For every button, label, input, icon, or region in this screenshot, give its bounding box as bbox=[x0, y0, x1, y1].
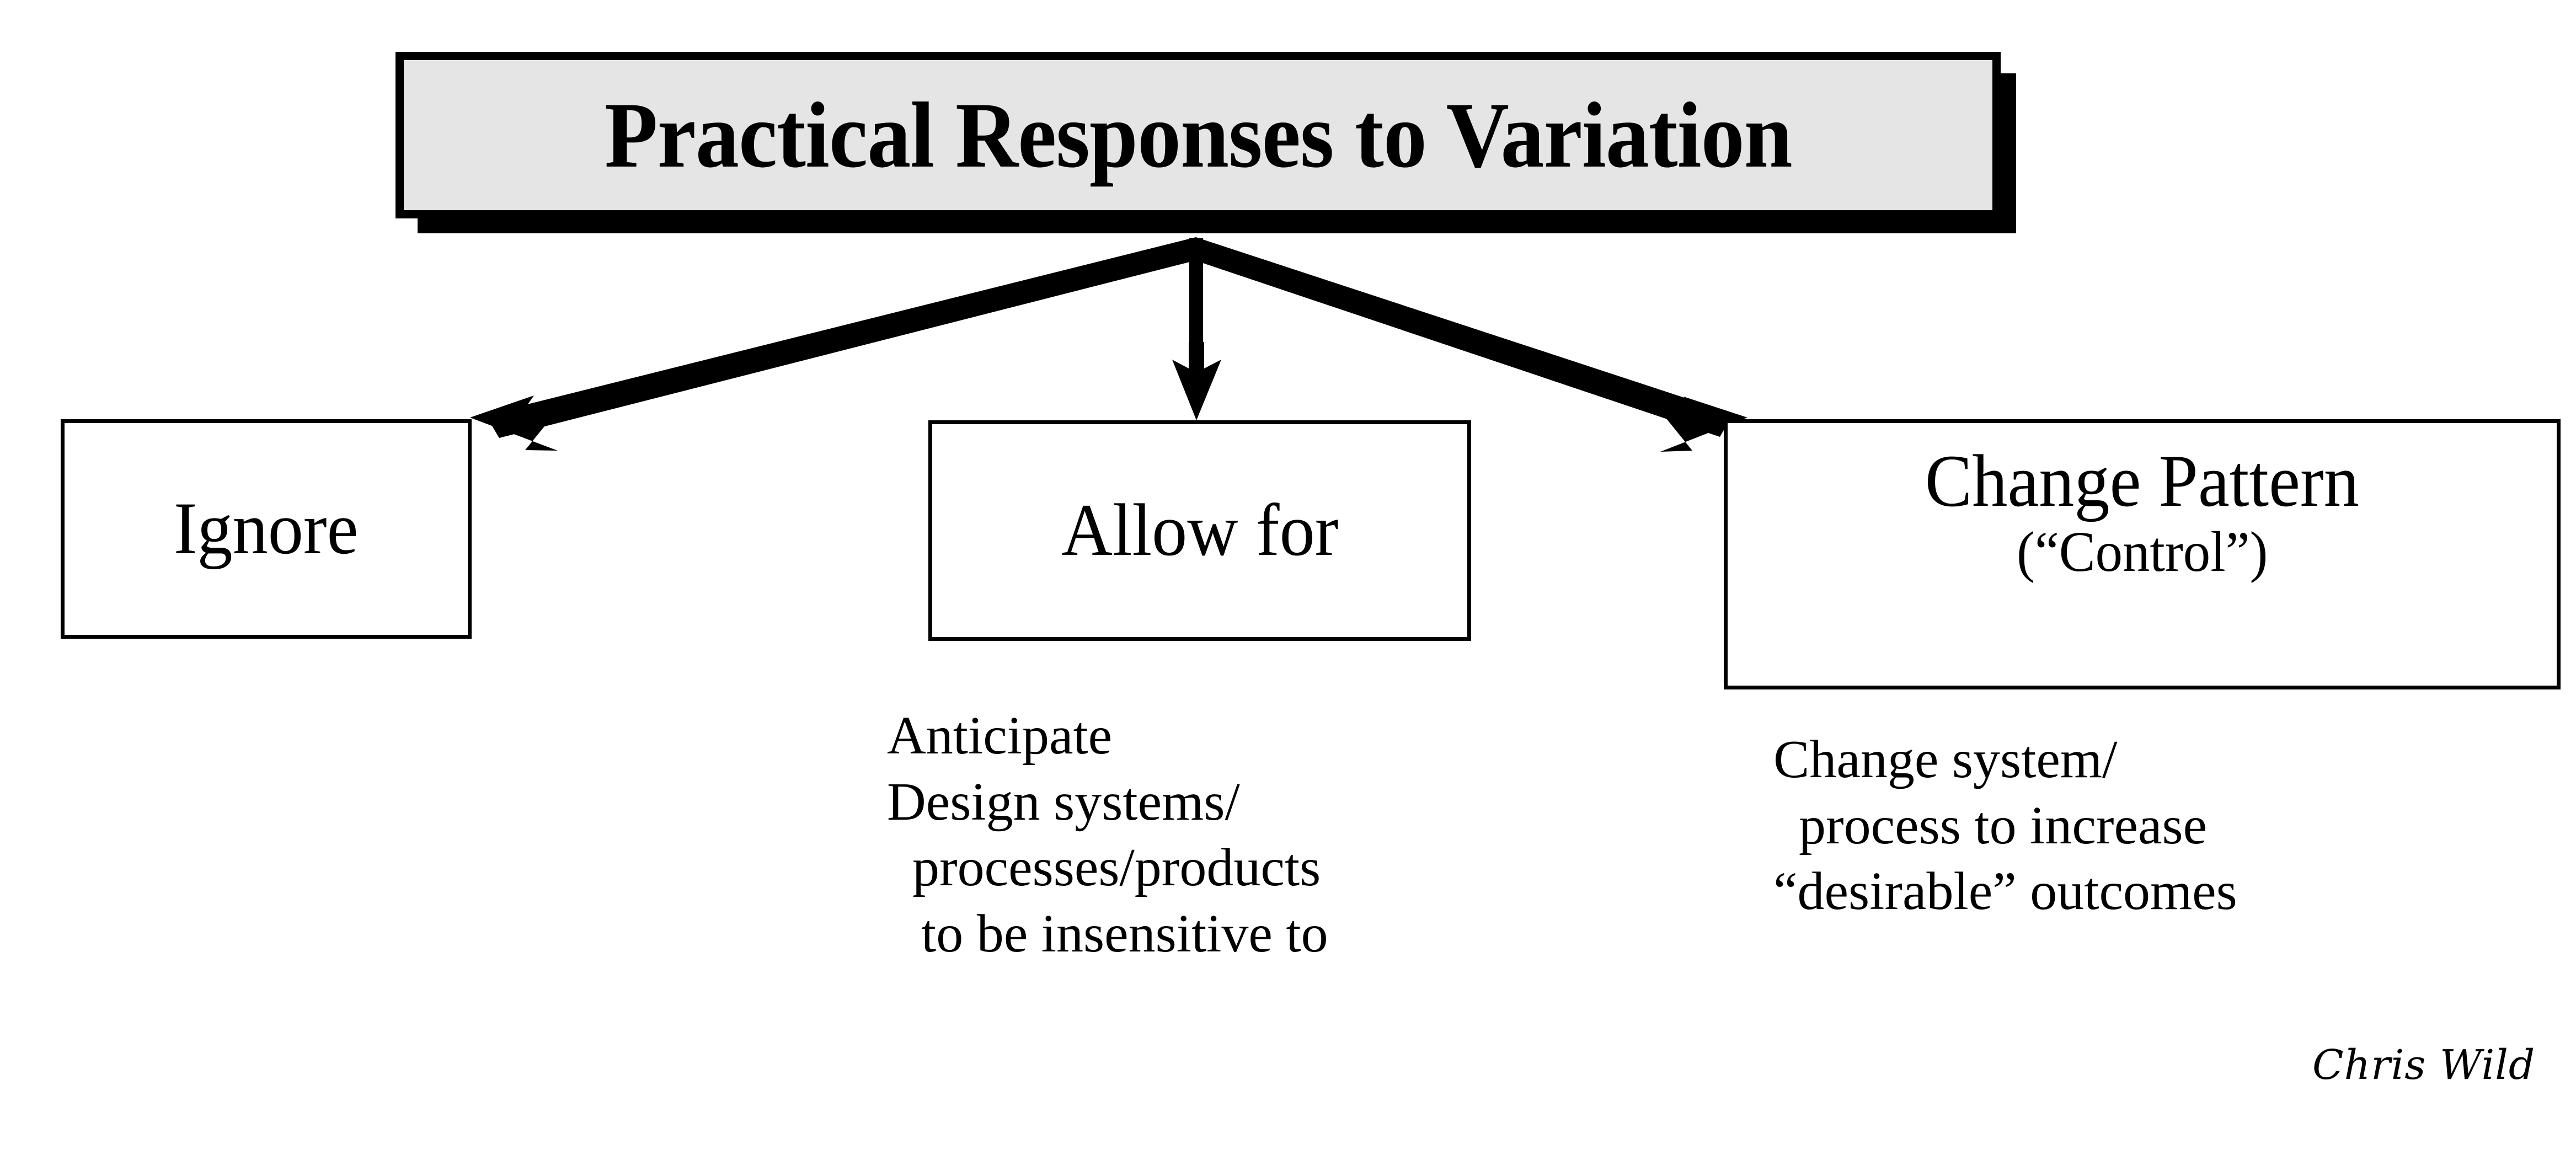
caption-allow-for-line-1: Anticipate bbox=[887, 706, 1113, 766]
outcome-box-change-pattern[interactable]: Change Pattern (“Control”) bbox=[1724, 419, 2561, 689]
arrow-right bbox=[1191, 237, 1747, 452]
outcome-box-allow-for-label: Allow for bbox=[1061, 489, 1339, 572]
caption-change-pattern-line-3: “desirable” outcomes bbox=[1773, 862, 2237, 922]
caption-change-pattern-line-2: process to increase bbox=[1799, 795, 2208, 855]
caption-allow-for-line-3: processes/products bbox=[912, 838, 1321, 898]
page-title: Practical Responses to Variation bbox=[604, 83, 1793, 187]
outcome-box-change-pattern-label: Change Pattern bbox=[1925, 440, 2360, 522]
caption-allow-for-line-4: to be insensitive to bbox=[921, 903, 1328, 964]
outcome-box-ignore-label: Ignore bbox=[174, 488, 359, 570]
arrow-center bbox=[1172, 238, 1221, 420]
caption-change-pattern: Change system/ process to increase “desi… bbox=[1773, 727, 2237, 925]
arrow-left bbox=[470, 237, 1200, 451]
author-signature: Chris Wild bbox=[2312, 1041, 2536, 1089]
outcome-box-allow-for[interactable]: Allow for bbox=[928, 420, 1471, 641]
outcome-box-change-pattern-sublabel: (“Control”) bbox=[2016, 520, 2268, 584]
title-box: Practical Responses to Variation bbox=[396, 52, 2001, 218]
caption-change-pattern-line-1: Change system/ bbox=[1773, 730, 2118, 789]
caption-allow-for-line-2: Design systems/ bbox=[887, 772, 1240, 832]
caption-allow-for: Anticipate Design systems/ processes/pro… bbox=[887, 703, 1328, 967]
outcome-box-ignore[interactable]: Ignore bbox=[61, 419, 472, 639]
